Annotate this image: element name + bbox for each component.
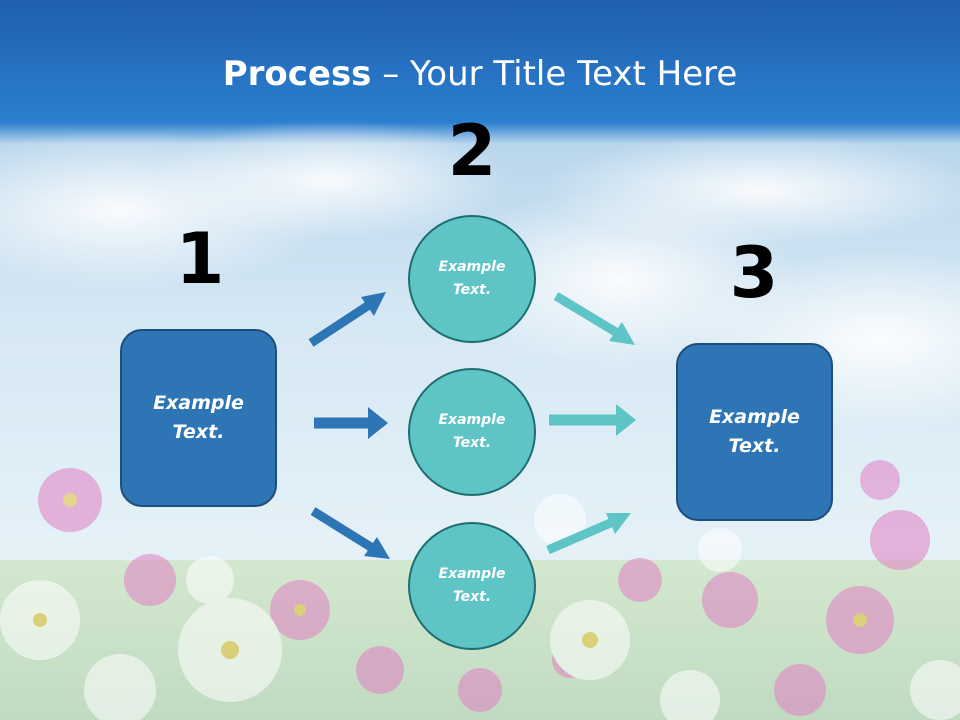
circle-bottom: Example Text. [408, 522, 536, 650]
left-step-box: Example Text. [120, 329, 277, 507]
slide-title: Process – Your Title Text Here [0, 52, 960, 96]
arrow-up-right-teal [546, 513, 631, 555]
step-number-3: 3 [729, 232, 779, 314]
title-bold: Process [222, 54, 372, 94]
arrow-right-blue [314, 407, 388, 439]
title-rest: – Your Title Text Here [371, 54, 738, 94]
arrow-up-right-blue [308, 292, 386, 347]
circle-middle: Example Text. [408, 368, 536, 496]
step-number-2: 2 [447, 110, 497, 192]
right-step-box: Example Text. [676, 343, 833, 521]
circle-top: Example Text. [408, 215, 536, 343]
step-number-1: 1 [175, 218, 225, 300]
right-box-text: Example Text. [709, 406, 800, 457]
arrow-right-teal [549, 404, 636, 436]
arrow-down-right-blue [310, 507, 390, 559]
circle-middle-text: Example Text. [438, 412, 506, 451]
arrow-down-right-teal [553, 292, 635, 345]
left-box-text: Example Text. [153, 392, 244, 443]
circle-top-text: Example Text. [438, 259, 506, 298]
circle-bottom-text: Example Text. [438, 566, 506, 605]
